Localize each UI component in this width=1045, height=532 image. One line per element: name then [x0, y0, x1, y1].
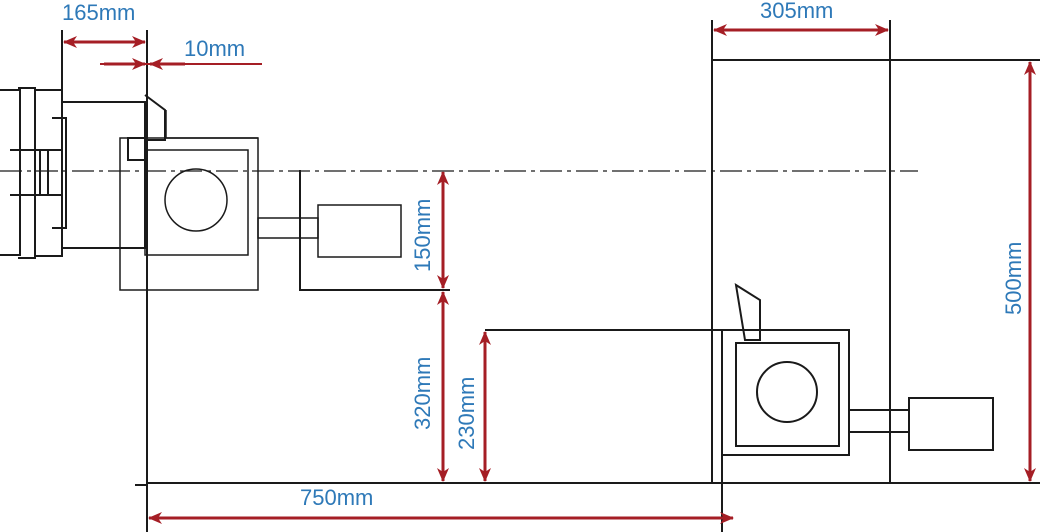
- left-motor-housing: [62, 101, 146, 249]
- right-pump-outer-frame: [485, 329, 850, 456]
- right-pump-assembly: [485, 282, 994, 532]
- dim-320mm-label: 320mm: [410, 357, 435, 430]
- right-tank: [711, 20, 1040, 483]
- left-motor-ring: [52, 117, 67, 229]
- left-pump-impeller: [164, 168, 228, 232]
- right-pump-shaft: [848, 409, 910, 433]
- dimension-labels: 165mm 10mm 305mm 500mm 150mm 320mm 230mm…: [62, 0, 1026, 510]
- right-pump-impeller: [756, 361, 818, 423]
- left-motor-bolt: [39, 149, 49, 196]
- left-motor-flange-2: [35, 89, 63, 257]
- dim-165mm-label: 165mm: [62, 0, 135, 25]
- right-pump-housing: [735, 342, 840, 447]
- right-pump-motor: [908, 397, 994, 451]
- dim-10mm-label: 10mm: [184, 36, 245, 61]
- left-pump-shaft: [257, 217, 319, 239]
- dim-500mm-label: 500mm: [1001, 242, 1026, 315]
- left-pump-upper-edge: [165, 110, 258, 139]
- left-pump-motor: [317, 204, 402, 258]
- dim-750mm-label: 750mm: [300, 485, 373, 510]
- left-pump-base-line: [299, 170, 450, 291]
- dim-230mm-label: 230mm: [454, 377, 479, 450]
- left-motor-flange-1: [18, 87, 36, 259]
- left-motor-coupling: [127, 137, 147, 161]
- dim-150mm-label: 150mm: [410, 199, 435, 272]
- right-pump-inlet: [734, 282, 761, 341]
- left-pump-assembly: [119, 110, 450, 291]
- left-motor-lip: [144, 94, 166, 141]
- main-frame: [61, 30, 1040, 532]
- dim-305mm-label: 305mm: [760, 0, 833, 23]
- left-motor-body: [0, 87, 166, 259]
- left-motor-end-plate: [0, 89, 21, 256]
- left-pump-housing: [144, 149, 249, 256]
- dimension-arrows: [63, 24, 1036, 524]
